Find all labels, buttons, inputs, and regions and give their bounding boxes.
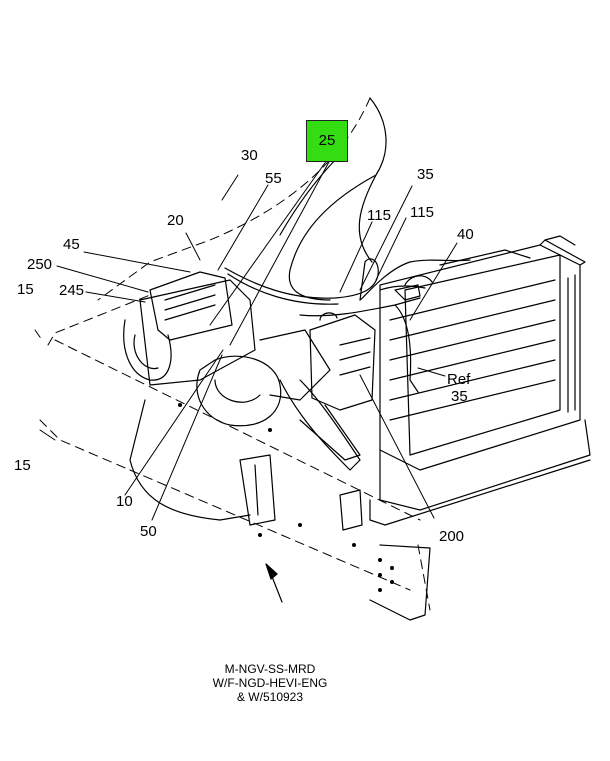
callout-45[interactable]: 45 [63, 236, 80, 253]
mounting-bracket [239, 454, 431, 621]
callout-200[interactable]: 200 [439, 528, 465, 545]
callout-245[interactable]: 245 [59, 282, 85, 299]
callout-ref[interactable]: Ref [447, 371, 471, 388]
callout-35-top[interactable]: 35 [417, 166, 434, 183]
callout-30[interactable]: 30 [241, 147, 258, 164]
callout-15-bottom[interactable]: 15 [14, 457, 31, 474]
callout-250[interactable]: 250 [27, 256, 53, 273]
leader-lines [39, 159, 458, 521]
radiator [369, 235, 591, 526]
callout-115-b[interactable]: 115 [410, 204, 434, 221]
callout-40[interactable]: 40 [457, 226, 474, 243]
callout-15-top[interactable]: 15 [17, 281, 34, 298]
callout-20[interactable]: 20 [167, 212, 184, 229]
caption-line-3: & W/510923 [236, 690, 304, 704]
bracket-holes [178, 403, 394, 592]
diagram-caption: M-NGV-SS-MRD W/F-NGD-HEVI-ENG & W/510923 [195, 662, 345, 704]
callout-55[interactable]: 55 [265, 170, 282, 187]
phantom-cab-outline [34, 97, 431, 611]
highlighted-callout-25[interactable]: 25 [306, 120, 348, 162]
callout-25[interactable]: 25 [318, 132, 336, 149]
caption-line-2: W/F-NGD-HEVI-ENG [212, 676, 328, 690]
caption-line-1: M-NGV-SS-MRD [224, 662, 316, 676]
callout-10[interactable]: 10 [116, 493, 133, 510]
refrigerant-lines [224, 258, 471, 393]
callout-35-ref[interactable]: 35 [451, 388, 468, 405]
engine-block [123, 271, 361, 521]
callout-115-a[interactable]: 115 [367, 207, 391, 224]
callout-50[interactable]: 50 [140, 523, 157, 540]
coolant-reservoir [309, 312, 376, 411]
direction-arrow [265, 563, 283, 603]
